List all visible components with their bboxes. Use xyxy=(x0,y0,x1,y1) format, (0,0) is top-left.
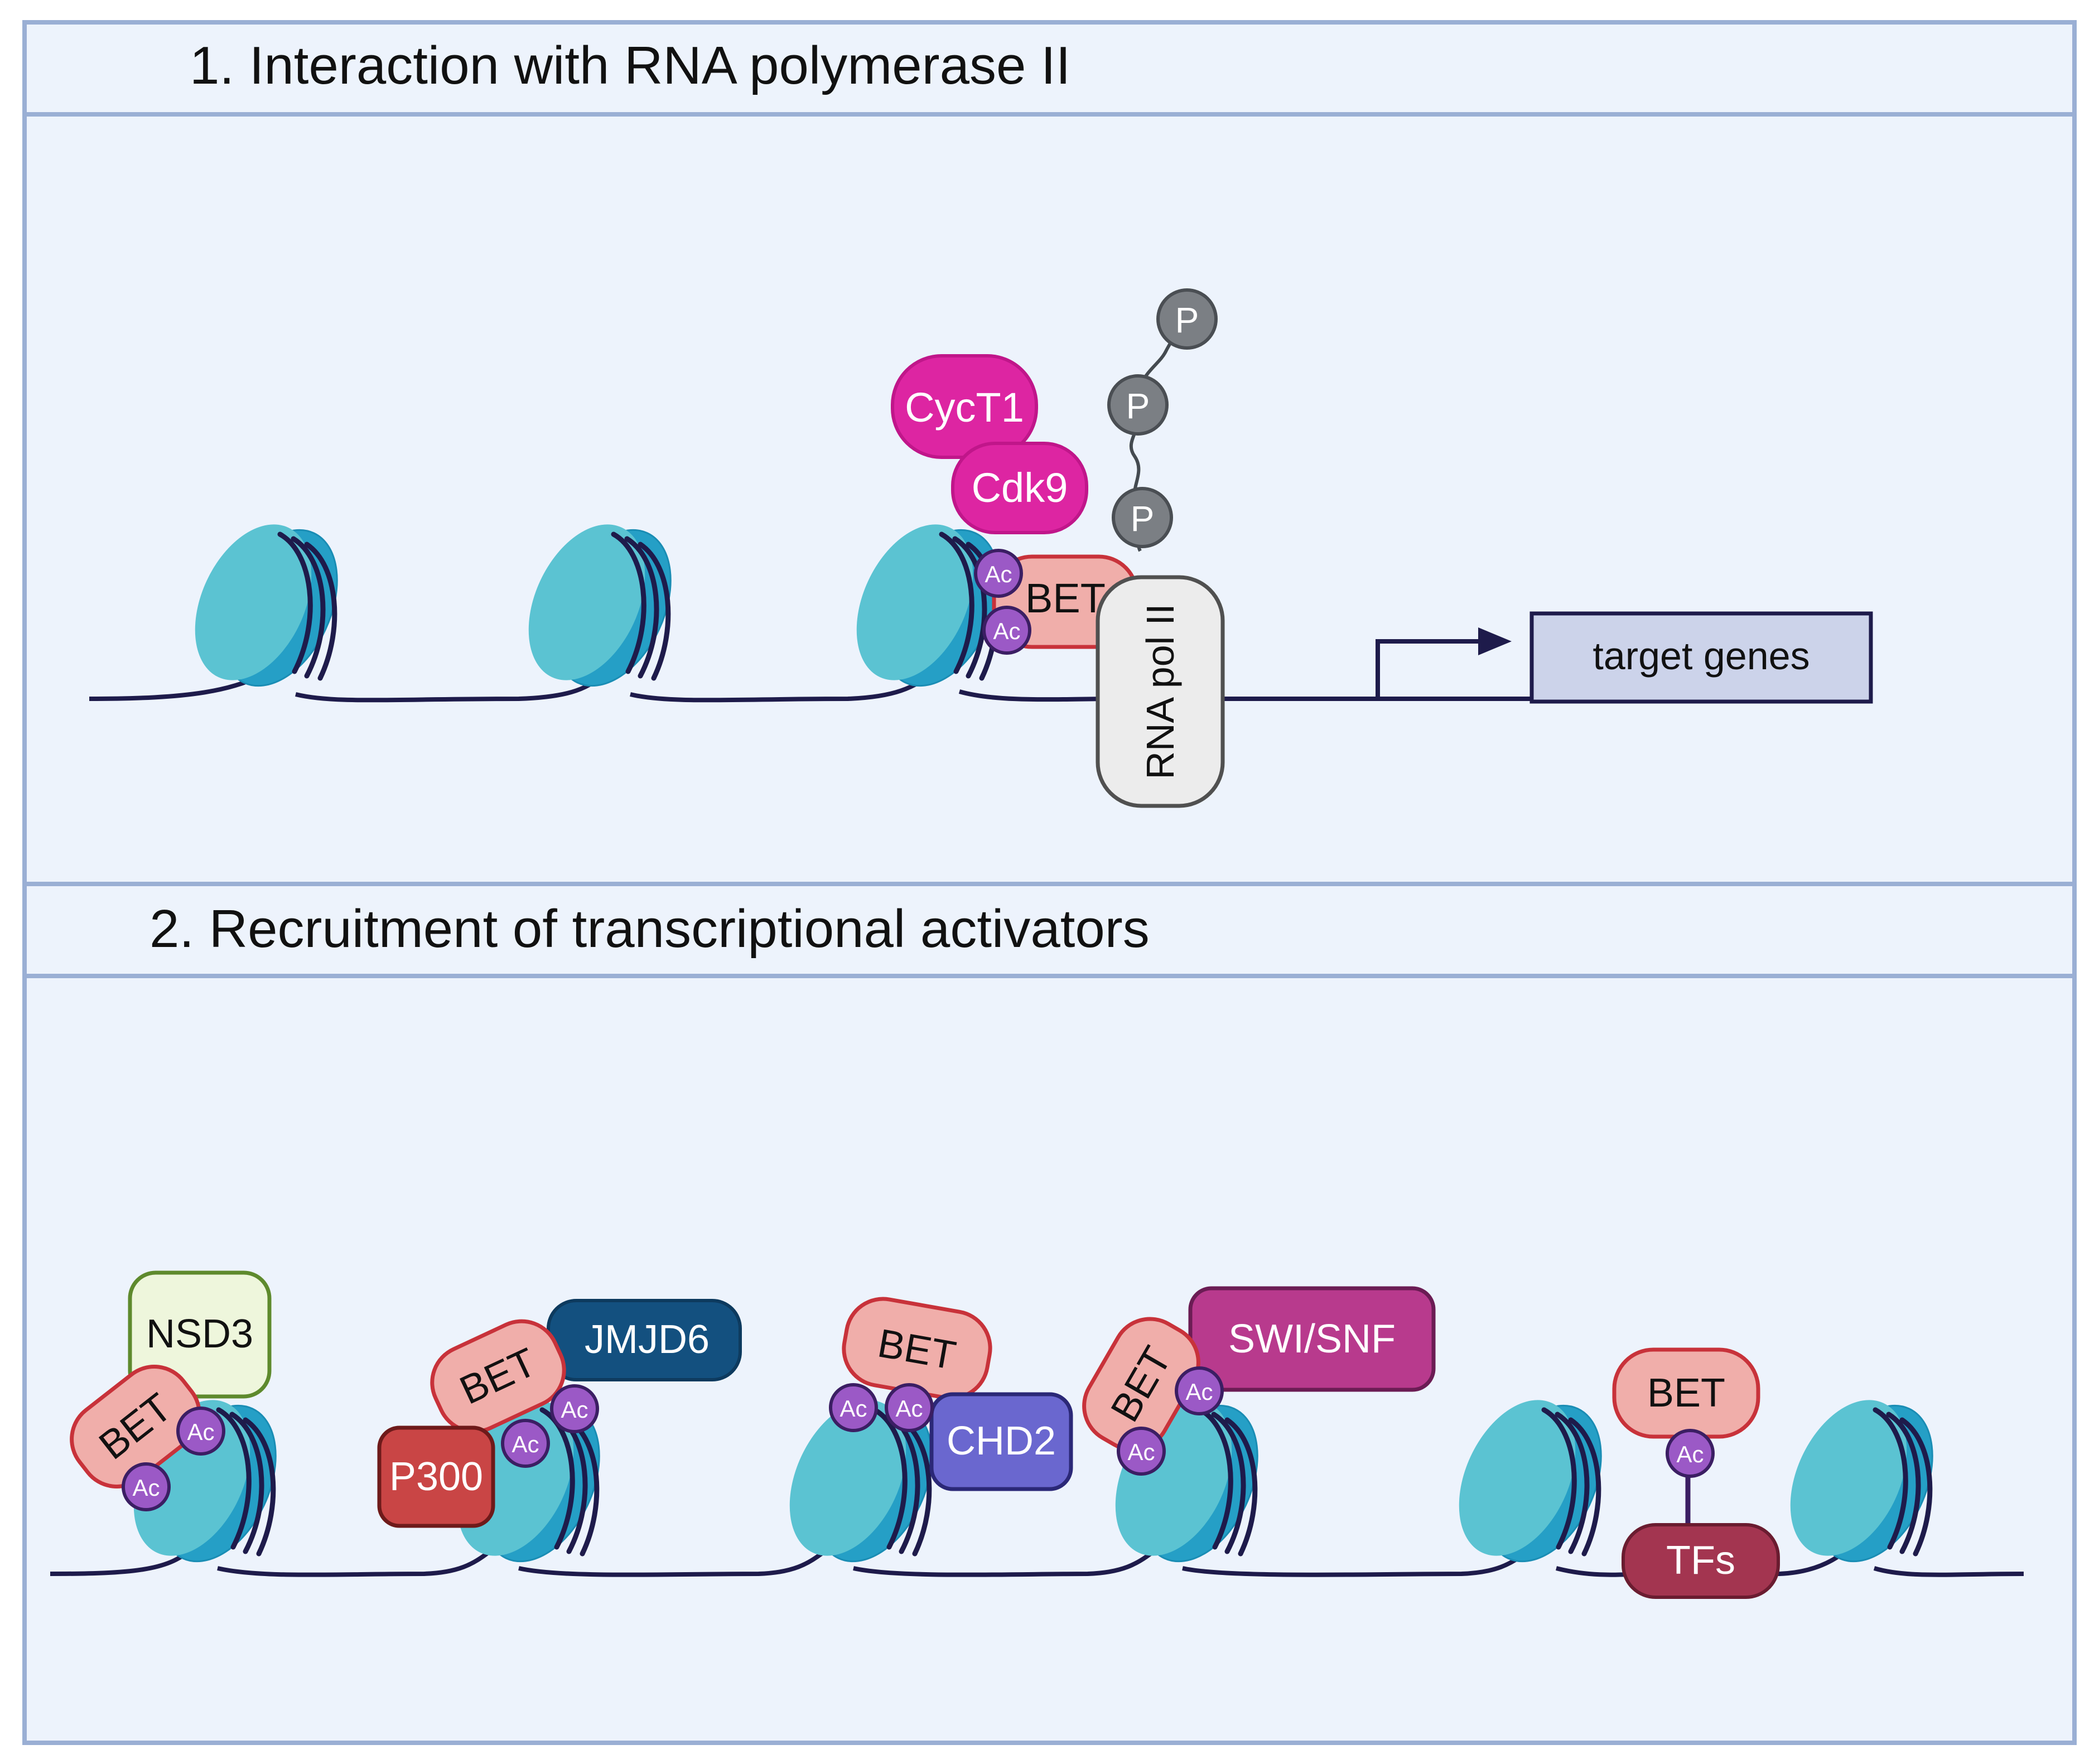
acetyl-mark: Ac xyxy=(552,1386,597,1432)
ac-label: Ac xyxy=(895,1395,923,1422)
ac-label: Ac xyxy=(839,1395,867,1422)
bet-protein: BET xyxy=(842,1297,992,1400)
cdk9-label: Cdk9 xyxy=(972,465,1068,511)
acetyl-mark: Ac xyxy=(984,607,1030,653)
bet-label: BET xyxy=(1025,575,1106,621)
tfs-label: TFs xyxy=(1666,1538,1735,1583)
rna-pol-ii-label: RNA pol II xyxy=(1138,603,1182,779)
phosphate-icon: P xyxy=(1112,487,1173,548)
acetyl-mark: Ac xyxy=(886,1385,932,1430)
acetyl-mark: Ac xyxy=(976,550,1021,596)
rna-pol-ii: RNA pol II xyxy=(1096,575,1225,808)
target-genes-box: target genes xyxy=(1529,611,1873,704)
phosphate-icon: P xyxy=(1156,288,1218,350)
tfs-protein: TFs xyxy=(1622,1523,1780,1599)
cyct1-protein: CycT1 xyxy=(891,354,1038,459)
panel-interaction-rna-pol-ii: 1. Interaction with RNA polymerase II Cy… xyxy=(22,20,2077,886)
acetyl-mark: Ac xyxy=(1667,1430,1713,1476)
p300-label: P300 xyxy=(389,1454,483,1499)
bet-protein: BET xyxy=(1612,1347,1760,1439)
ac-label: Ac xyxy=(985,561,1012,587)
chd2-protein: CHD2 xyxy=(929,1392,1073,1491)
phosphate-label: P xyxy=(1126,386,1150,426)
jmjd6-label: JMJD6 xyxy=(585,1317,710,1362)
panel-recruitment-activators: 2. Recruitment of transcriptional activa… xyxy=(22,882,2077,1745)
bet-protein: BET xyxy=(70,1365,201,1488)
acetyl-mark: Ac xyxy=(503,1420,548,1466)
tss-arrow-icon xyxy=(1478,627,1512,655)
ac-label: Ac xyxy=(512,1431,539,1457)
panel1-title: 1. Interaction with RNA polymerase II xyxy=(190,36,1070,95)
panel2-frame xyxy=(22,882,2077,1745)
acetyl-mark: Ac xyxy=(123,1464,169,1510)
bet-protein: BET xyxy=(1082,1317,1200,1452)
acetyl-mark: Ac xyxy=(831,1385,876,1430)
ac-label: Ac xyxy=(561,1396,588,1423)
swi-snf-label: SWI/SNF xyxy=(1228,1317,1396,1361)
acetyl-mark: Ac xyxy=(178,1408,224,1454)
ac-label: Ac xyxy=(132,1475,160,1501)
p300-protein: P300 xyxy=(377,1425,495,1528)
ac-label: Ac xyxy=(1676,1441,1704,1467)
dna-strand-2 xyxy=(50,1548,2024,1577)
jmjd6-protein: JMJD6 xyxy=(547,1299,742,1381)
phosphate-label: P xyxy=(1175,300,1199,340)
nsd3-label: NSD3 xyxy=(146,1312,253,1356)
ac-label: Ac xyxy=(993,618,1020,644)
swi-snf-protein: SWI/SNF xyxy=(1188,1286,1436,1392)
nsd3-protein: NSD3 xyxy=(128,1270,272,1399)
phosphate-icon: P xyxy=(1107,374,1169,436)
panel2-title: 2. Recruitment of transcriptional activa… xyxy=(149,899,1150,959)
cyct1-label: CycT1 xyxy=(905,384,1024,431)
acetyl-mark: Ac xyxy=(1118,1428,1164,1474)
ac-label: Ac xyxy=(187,1419,214,1445)
dna-strand-1 xyxy=(89,639,1534,703)
phosphate-label: P xyxy=(1131,499,1155,539)
cdk9-protein: Cdk9 xyxy=(951,442,1088,534)
target-genes-label: target genes xyxy=(1593,634,1810,678)
ac-label: Ac xyxy=(1185,1379,1213,1405)
ac-label: Ac xyxy=(1127,1439,1155,1465)
bet-label: BET xyxy=(1647,1371,1725,1415)
bet-protein: BET xyxy=(430,1319,566,1434)
acetyl-mark: Ac xyxy=(1176,1368,1222,1414)
chd2-label: CHD2 xyxy=(947,1419,1056,1463)
